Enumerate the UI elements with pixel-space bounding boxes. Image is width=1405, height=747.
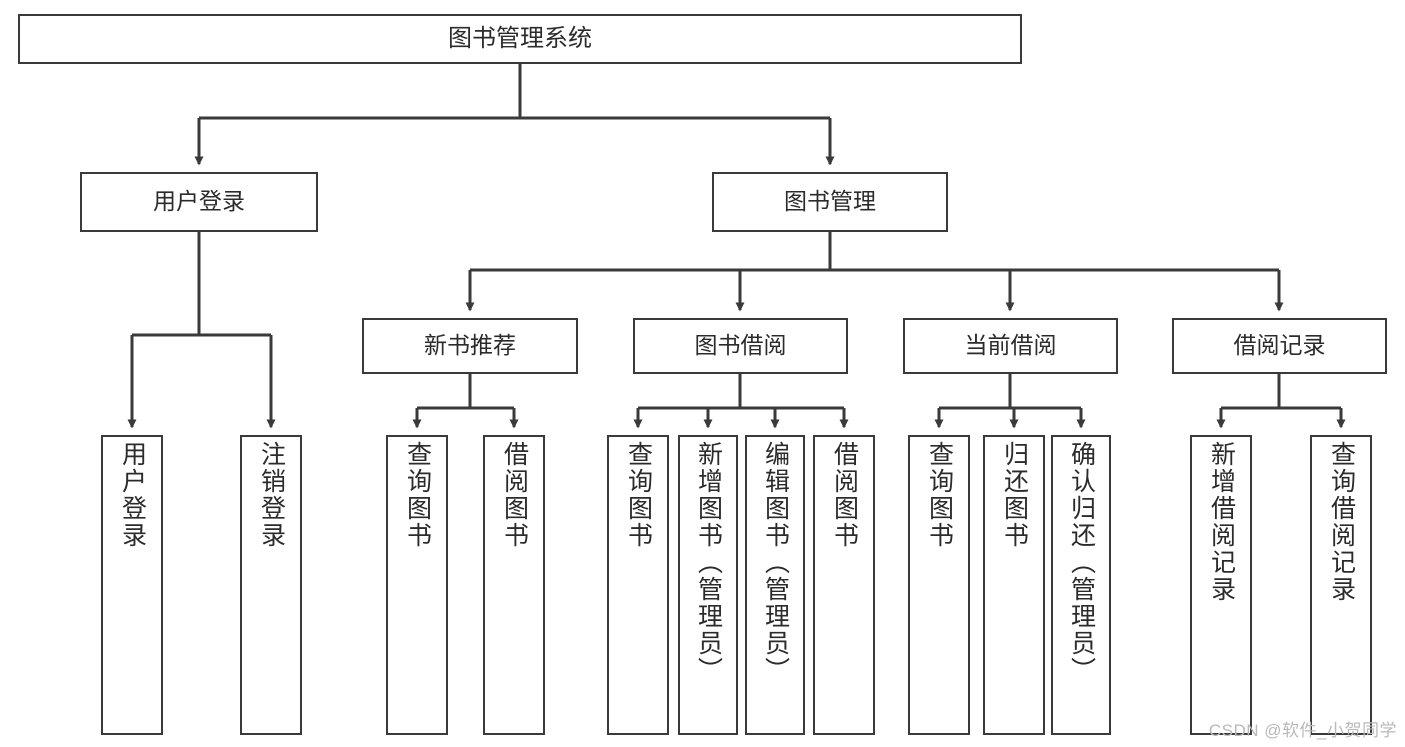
leaf-query-borrow-record[interactable]: 查询借阅记录: [1310, 435, 1372, 735]
leaf-add-borrow-record[interactable]: 新增借阅记录: [1190, 435, 1252, 735]
leaf-confirm-return-admin-label: 确认归还（管理员）: [1067, 441, 1096, 684]
leaf-borrow-books-newbook-label: 借阅图书: [500, 441, 529, 549]
node-root-label: 图书管理系统: [448, 24, 592, 52]
node-borrow-records-label: 借阅记录: [1233, 332, 1326, 359]
leaf-borrow-books[interactable]: 借阅图书: [813, 435, 875, 735]
node-user-login-label: 用户登录: [153, 188, 245, 215]
leaf-user-login-label: 用户登录: [118, 441, 147, 549]
node-current-borrow-label: 当前借阅: [964, 332, 1057, 359]
node-new-book-recommend-label: 新书推荐: [424, 332, 516, 359]
leaf-edit-book-admin[interactable]: 编辑图书（管理员）: [745, 435, 805, 735]
leaf-borrow-books-label: 借阅图书: [830, 441, 859, 549]
leaf-query-borrow-record-label: 查询借阅记录: [1327, 441, 1356, 603]
leaf-query-books-newbook-label: 查询图书: [403, 441, 432, 549]
leaf-return-books[interactable]: 归还图书: [983, 435, 1045, 735]
node-borrow-records[interactable]: 借阅记录: [1172, 318, 1387, 374]
node-current-borrow[interactable]: 当前借阅: [903, 318, 1118, 374]
leaf-logout-label: 注销登录: [257, 441, 286, 549]
leaf-query-books-current-label: 查询图书: [925, 441, 954, 549]
leaf-add-book-admin-label: 新增图书（管理员）: [694, 441, 723, 684]
leaf-edit-book-admin-label: 编辑图书（管理员）: [761, 441, 790, 684]
node-new-book-recommend[interactable]: 新书推荐: [362, 318, 578, 374]
leaf-logout[interactable]: 注销登录: [240, 435, 302, 735]
node-root[interactable]: 图书管理系统: [18, 14, 1022, 64]
leaf-query-books-current[interactable]: 查询图书: [908, 435, 970, 735]
leaf-user-login[interactable]: 用户登录: [101, 435, 163, 735]
leaf-return-books-label: 归还图书: [1000, 441, 1029, 549]
leaf-query-books-borrow-label: 查询图书: [624, 441, 653, 549]
node-book-management[interactable]: 图书管理: [712, 172, 948, 232]
node-book-management-label: 图书管理: [784, 188, 876, 215]
leaf-confirm-return-admin[interactable]: 确认归还（管理员）: [1051, 435, 1111, 735]
leaf-borrow-books-newbook[interactable]: 借阅图书: [483, 435, 545, 735]
leaf-add-book-admin[interactable]: 新增图书（管理员）: [678, 435, 738, 735]
node-book-borrow[interactable]: 图书借阅: [633, 318, 848, 374]
node-book-borrow-label: 图书借阅: [694, 332, 787, 359]
leaf-add-borrow-record-label: 新增借阅记录: [1207, 441, 1236, 603]
node-user-login[interactable]: 用户登录: [80, 172, 318, 232]
csdn-watermark: CSDN @软件_小贺同学: [1208, 721, 1397, 740]
leaf-query-books-newbook[interactable]: 查询图书: [386, 435, 448, 735]
leaf-query-books-borrow[interactable]: 查询图书: [607, 435, 669, 735]
